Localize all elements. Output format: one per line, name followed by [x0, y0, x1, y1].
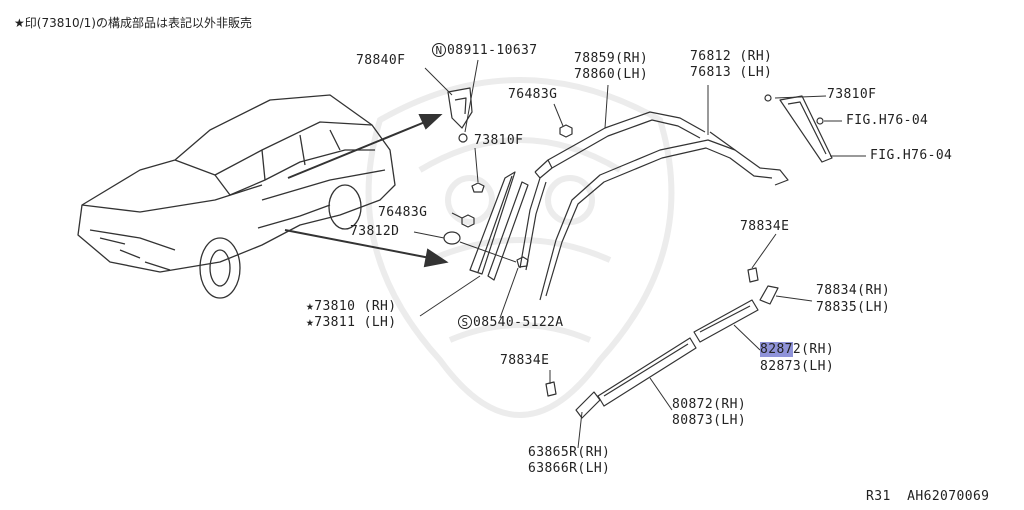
label-80873: 80873(LH): [672, 413, 747, 428]
label-73810: ★73810 (RH): [306, 299, 397, 314]
label-78835: 78835(LH): [816, 300, 891, 315]
label-63865R: 63865R(RH): [528, 445, 611, 460]
label-78834: 78834(RH): [816, 283, 891, 298]
label-80872: 80872(RH): [672, 397, 747, 412]
label-73810F-right: 73810F: [827, 87, 877, 102]
label-78834E-right: 78834E: [740, 219, 790, 234]
label-78859: 78859(RH): [574, 51, 649, 66]
footer-code: R31 AH62070069: [866, 489, 990, 504]
note-text: ★印(73810/1)の構成部品は表記以外非販売: [14, 16, 252, 30]
label-82872: 82872(RH): [760, 342, 835, 357]
n-badge-icon: N: [432, 43, 446, 57]
label-78860: 78860(LH): [574, 67, 649, 82]
label-73810F-mid: 73810F: [474, 133, 524, 148]
label-fig-h76-04-a: FIG.H76-04: [846, 113, 929, 128]
car-illustration: [77, 94, 396, 299]
parts: [443, 87, 833, 419]
label-76483G-mid: 76483G: [378, 205, 428, 220]
label-76483G-top: 76483G: [508, 87, 558, 102]
label-82873: 82873(LH): [760, 359, 835, 374]
highlight-82872: 8287: [760, 342, 793, 357]
label-73811: ★73811 (LH): [306, 315, 397, 330]
leader-lines: [413, 59, 866, 449]
label-63866R: 63866R(LH): [528, 461, 611, 476]
label-76812: 76812 (RH): [690, 49, 773, 64]
label-73812D: 73812D: [350, 224, 400, 239]
label-78840F: 78840F: [356, 53, 406, 68]
s-badge-icon: S: [458, 315, 472, 329]
pointer-arrows: [284, 114, 449, 268]
label-fig-h76-04-b: FIG.H76-04: [870, 148, 953, 163]
label-76813: 76813 (LH): [690, 65, 773, 80]
label-78834E-left: 78834E: [500, 353, 550, 368]
watermark: [365, 77, 675, 418]
